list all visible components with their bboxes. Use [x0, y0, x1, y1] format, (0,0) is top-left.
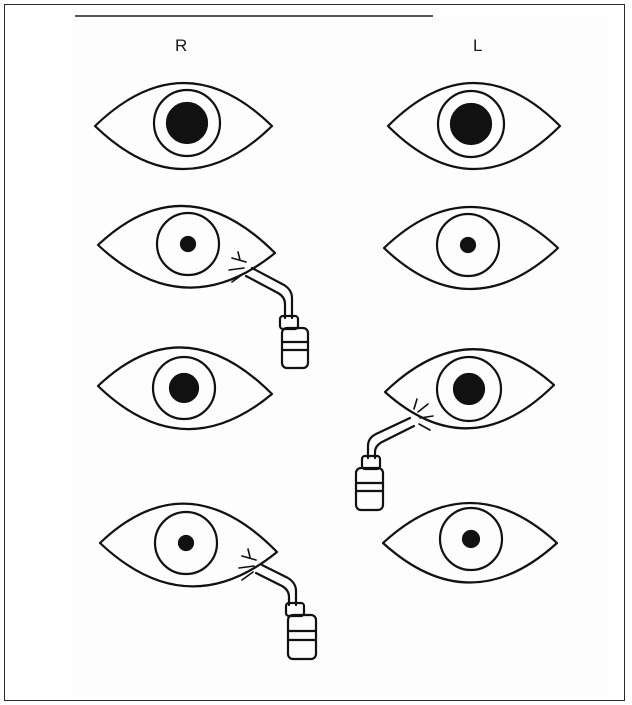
- pupil-dilated: [451, 104, 491, 144]
- eye-right-row1: [95, 83, 272, 169]
- eye-left-row1: [388, 83, 560, 169]
- eye-left-row4: [383, 503, 557, 583]
- eye-right-row2: [98, 206, 275, 288]
- pupil-constricted: [463, 531, 479, 547]
- penlight-icon: [356, 418, 414, 510]
- light-beam-icon: [229, 252, 246, 282]
- penlight-icon: [246, 268, 308, 368]
- penlight-icon: [256, 565, 316, 659]
- eye-right-row3: [98, 347, 272, 429]
- eye-left-row2: [384, 207, 558, 289]
- pupil-mid: [454, 374, 484, 404]
- pupil-dilated: [167, 103, 207, 143]
- pupil-constricted: [461, 238, 475, 252]
- eye-left-row3: [385, 349, 554, 428]
- pupil-constricted: [181, 237, 195, 251]
- pupil-mid: [170, 374, 198, 402]
- pupil-constricted: [179, 536, 193, 550]
